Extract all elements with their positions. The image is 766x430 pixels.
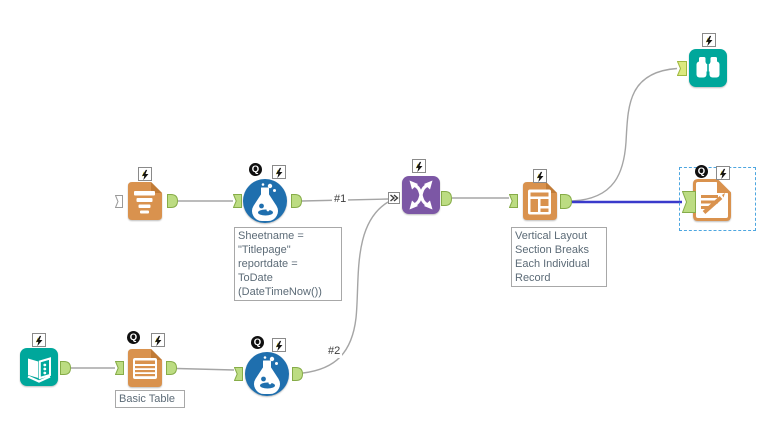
annotation-line: Sheetname = — [238, 230, 304, 242]
document-pencil-icon[interactable] — [693, 179, 731, 221]
lightning-icon — [415, 161, 423, 173]
output-anchor[interactable] — [291, 194, 302, 208]
formula-flask-icon[interactable] — [245, 352, 289, 396]
annotation-line: Record — [515, 272, 551, 284]
quality-badge: Q — [127, 331, 140, 344]
lightning-icon — [154, 335, 162, 347]
input-anchor[interactable] — [233, 194, 242, 208]
annotation-line: ToDate — [238, 272, 273, 284]
lightning-badge — [716, 166, 730, 180]
annotation-line: reportdate = — [238, 258, 298, 270]
lightning-badge — [412, 159, 426, 173]
dna-helix-icon[interactable] — [402, 176, 440, 214]
lightning-badge — [702, 33, 716, 47]
layout-document-icon[interactable] — [523, 182, 557, 220]
lightning-icon — [141, 169, 149, 181]
quality-badge: Q — [695, 165, 708, 178]
lightning-badge — [32, 333, 46, 347]
output-anchor[interactable] — [167, 194, 178, 208]
lightning-icon — [35, 335, 43, 347]
input-anchor[interactable] — [509, 194, 518, 208]
wire-formula-to-join-2[interactable] — [302, 201, 389, 374]
formula-flask-icon[interactable] — [243, 179, 287, 223]
annotation-line: (DateTimeNow()) — [238, 286, 322, 298]
multi-input-anchor[interactable] — [388, 192, 400, 204]
annotation-line: Basic Table — [119, 393, 176, 405]
open-book-icon[interactable] — [20, 348, 58, 386]
lightning-icon — [275, 340, 283, 352]
connection-label-2: #2 — [326, 345, 343, 358]
output-anchor[interactable] — [166, 361, 177, 375]
input-anchor[interactable] — [115, 361, 124, 375]
basic-table-annotation[interactable]: Basic Table — [115, 390, 185, 408]
quality-badge: Q — [251, 336, 264, 349]
output-anchor[interactable] — [292, 367, 303, 381]
annotation-line: Each Individual — [515, 258, 590, 270]
document-text-icon[interactable] — [128, 182, 162, 220]
lightning-icon — [536, 171, 544, 183]
connection-label-1: #1 — [332, 193, 349, 206]
lightning-badge — [533, 169, 547, 183]
optional-input-anchor[interactable] — [115, 195, 123, 208]
table-document-icon[interactable] — [128, 349, 162, 387]
annotation-line: Vertical Layout — [515, 230, 588, 242]
output-anchor[interactable] — [441, 191, 452, 206]
lightning-icon — [275, 167, 283, 179]
input-anchor[interactable] — [682, 191, 696, 213]
annotation-line: "Titlepage" — [238, 244, 291, 256]
annotation-line: Section Breaks — [515, 244, 589, 256]
output-anchor[interactable] — [60, 361, 71, 375]
wire-layout-to-browse[interactable] — [571, 67, 678, 202]
lightning-badge — [151, 333, 165, 347]
lightning-badge — [272, 165, 286, 179]
input-anchor[interactable] — [234, 367, 243, 381]
lightning-icon — [719, 168, 727, 180]
formula-annotation[interactable]: Sheetname = "Titlepage" reportdate = ToD… — [234, 227, 342, 301]
layout-annotation[interactable]: Vertical Layout Section Breaks Each Indi… — [511, 227, 607, 287]
lightning-badge — [272, 338, 286, 352]
wire-table-to-formula[interactable] — [176, 367, 235, 371]
lightning-badge — [138, 167, 152, 181]
binoculars-icon[interactable] — [689, 49, 727, 87]
output-anchor[interactable] — [560, 194, 572, 209]
input-anchor[interactable] — [677, 61, 687, 76]
quality-badge: Q — [249, 163, 262, 176]
lightning-icon — [705, 35, 713, 47]
